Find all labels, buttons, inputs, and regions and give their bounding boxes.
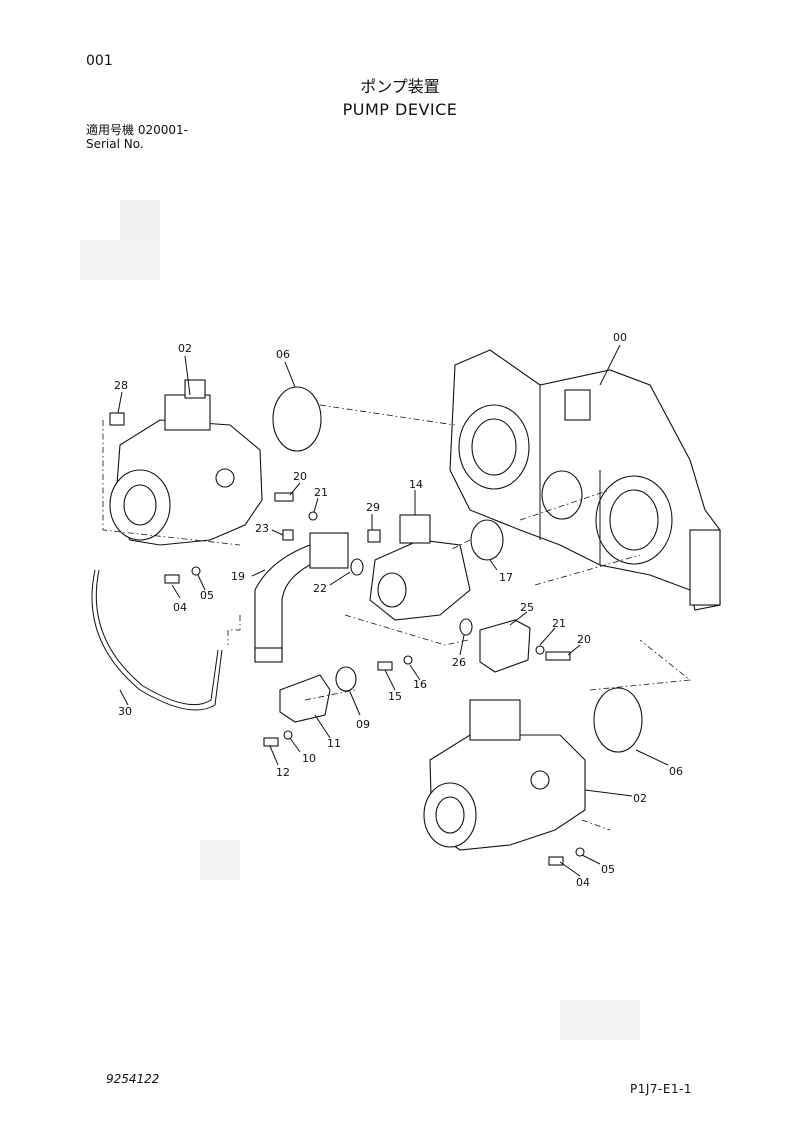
callout-22: 22 — [313, 582, 327, 595]
assembly-lines — [102, 404, 692, 831]
callout-09: 09 — [356, 718, 370, 731]
callout-28: 28 — [114, 379, 128, 392]
callout-26: 26 — [452, 656, 466, 669]
hose-30 — [91, 569, 223, 711]
figure-code: P1J7-E1-1 — [630, 1082, 693, 1096]
callout-04-lower: 04 — [576, 876, 590, 889]
o-ring-06-upper — [272, 386, 322, 452]
callout-23: 23 — [255, 522, 269, 535]
page-title: PUMP DEVICE — [342, 100, 458, 119]
serial-range-label: 適用号機 020001- — [86, 123, 188, 137]
hose-30-inner — [95, 569, 219, 706]
callout-02-lower: 02 — [633, 792, 647, 805]
o-ring-26 — [459, 618, 473, 636]
callout-30: 30 — [118, 705, 132, 718]
callout-25: 25 — [520, 601, 534, 614]
valve-block-14 — [369, 514, 471, 621]
callout-21-upper: 21 — [314, 486, 328, 499]
main-pump-upper-02 — [109, 379, 263, 546]
pump-housing-00 — [449, 349, 721, 611]
callout-20-upper: 20 — [293, 470, 307, 483]
o-ring-17 — [470, 519, 504, 561]
callout-14: 14 — [409, 478, 423, 491]
callout-05-lower: 05 — [601, 863, 615, 876]
callout-19: 19 — [231, 570, 245, 583]
callout-29: 29 — [366, 501, 380, 514]
fasteners — [109, 412, 585, 866]
pipe-19 — [254, 532, 349, 663]
callout-10: 10 — [302, 752, 316, 765]
callout-04-upper: 04 — [173, 601, 187, 614]
serial-number-label: Serial No. — [86, 137, 144, 151]
page-title-japanese: ポンプ装置 — [360, 77, 440, 96]
callout-11: 11 — [327, 737, 341, 750]
callout-06-upper: 06 — [276, 348, 290, 361]
pilot-pump-11 — [279, 674, 331, 723]
block-25 — [479, 619, 531, 673]
main-pump-lower-02 — [423, 699, 586, 851]
leader-lines — [117, 344, 669, 877]
callout-06-lower: 06 — [669, 765, 683, 778]
callout-12: 12 — [276, 766, 290, 779]
callout-16: 16 — [413, 678, 427, 691]
callout-02-upper: 02 — [178, 342, 192, 355]
document-number: 9254122 — [106, 1072, 160, 1086]
o-ring-06-lower — [593, 687, 643, 753]
callout-15: 15 — [388, 690, 402, 703]
o-ring-09 — [335, 666, 357, 692]
callout-20-lower: 20 — [577, 633, 591, 646]
o-ring-22 — [350, 558, 364, 576]
callout-17: 17 — [499, 571, 513, 584]
callout-21-lower: 21 — [552, 617, 566, 630]
callout-labels: 00 02 02 04 04 05 05 06 06 09 10 11 12 1… — [114, 331, 683, 889]
callout-00: 00 — [613, 331, 627, 344]
callout-05-upper: 05 — [200, 589, 214, 602]
page-number: 001 — [86, 53, 113, 69]
